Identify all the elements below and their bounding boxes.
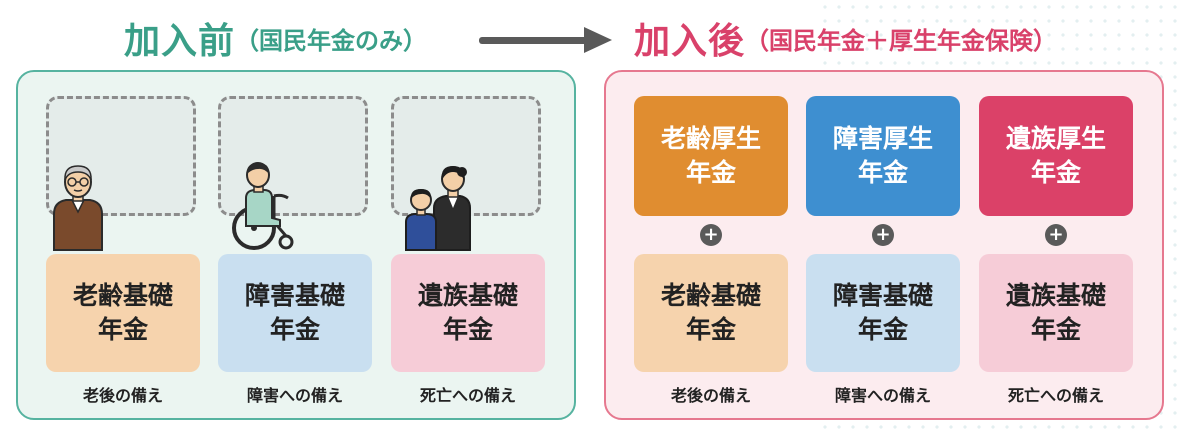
header-after: 加入後 （国民年金＋厚生年金保険） [634, 16, 1058, 62]
old-age-basic-pension-card: 老齢基礎 年金 [46, 254, 200, 372]
after-title: 加入後 [634, 21, 746, 62]
card-line2: 年金 [857, 158, 908, 187]
survivor-basic-pension-card: 遺族基礎 年金 [979, 254, 1133, 372]
card-line2: 年金 [269, 315, 320, 344]
card-line1: 老齢基礎 [72, 281, 173, 311]
card-line1: 障害基礎 [244, 281, 345, 311]
card-line1: 老齢基礎 [660, 281, 761, 311]
arrow-right-icon [479, 37, 589, 44]
caption-survivor: 死亡への備え [419, 386, 516, 405]
header-before: 加入前 （国民年金のみ） [124, 16, 428, 62]
card-line1: 障害基礎 [832, 281, 933, 311]
card-line2: 年金 [1030, 158, 1081, 187]
survivor-basic-pension-card: 遺族基礎 年金 [391, 254, 545, 372]
plus-icon: + [700, 224, 722, 246]
before-subtitle: （国民年金のみ） [235, 26, 428, 55]
before-title: 加入前 [124, 21, 236, 62]
card-line2: 年金 [685, 158, 736, 187]
card-line2: 年金 [857, 315, 908, 344]
disability-basic-pension-card: 障害基礎 年金 [806, 254, 960, 372]
card-line1: 遺族厚生 [1005, 124, 1106, 154]
elderly-man-icon [53, 165, 103, 251]
card-line1: 老齢厚生 [660, 124, 761, 154]
after-subtitle: （国民年金＋厚生年金保険） [745, 26, 1058, 55]
card-line1: 障害厚生 [832, 124, 933, 154]
old-age-employee-pension-card: 老齢厚生 年金 [634, 96, 788, 216]
caption-survivor: 死亡への備え [1007, 386, 1104, 405]
caption-disability: 障害への備え [834, 386, 931, 405]
family-icon [405, 166, 471, 251]
card-line1: 遺族基礎 [1005, 281, 1106, 311]
card-line1: 遺族基礎 [417, 281, 518, 311]
disability-basic-pension-card: 障害基礎 年金 [218, 254, 372, 372]
disability-employee-pension-card: 障害厚生 年金 [806, 96, 960, 216]
wheelchair-person-icon [232, 162, 294, 250]
empty-slot-disability [218, 96, 368, 216]
plus-icon: + [872, 224, 894, 246]
empty-slot-old-age [46, 96, 196, 216]
card-line2: 年金 [97, 315, 148, 344]
card-line2: 年金 [442, 315, 493, 344]
arrow-head-icon [584, 27, 612, 53]
survivor-employee-pension-card: 遺族厚生 年金 [979, 96, 1133, 216]
old-age-basic-pension-card: 老齢基礎 年金 [634, 254, 788, 372]
card-line2: 年金 [1030, 315, 1081, 344]
plus-icon: + [1045, 224, 1067, 246]
caption-old-age: 老後の備え [82, 386, 163, 405]
card-line2: 年金 [685, 315, 736, 344]
caption-old-age: 老後の備え [670, 386, 751, 405]
caption-disability: 障害への備え [246, 386, 343, 405]
